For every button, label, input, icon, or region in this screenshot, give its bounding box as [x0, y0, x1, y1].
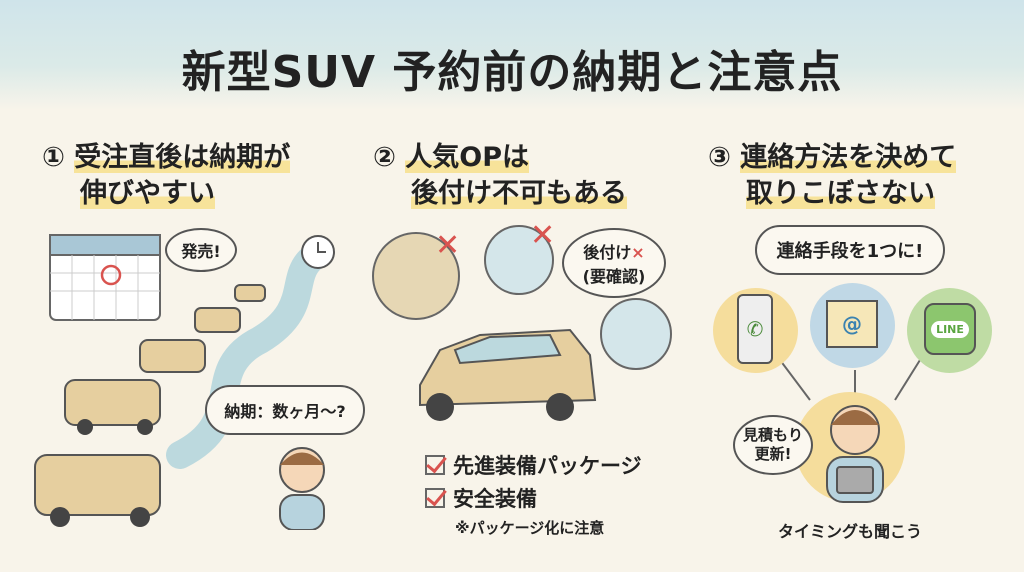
section-number: ②	[373, 142, 396, 173]
smiling-person	[826, 405, 884, 503]
line-label: LINE	[931, 320, 969, 338]
checklist-item: 先進装備パッケージ	[425, 450, 642, 480]
header-band	[0, 0, 1024, 110]
not-allowed-x-icon: ✕	[435, 228, 461, 263]
contact-connectors	[779, 359, 921, 401]
line-app-icon[interactable]: LINE	[924, 303, 976, 355]
section-1-heading: ① 受注直後は納期が 伸びやすい	[42, 140, 291, 212]
worried-person	[279, 447, 325, 530]
cars-queue-illustration	[34, 246, 324, 527]
estimate-text: 見積もり	[742, 426, 803, 444]
wheel-icon	[600, 298, 672, 370]
heading-line: 受注直後は納期が	[74, 142, 291, 173]
retrofit-bubble: 後付け× (要確認)	[562, 228, 666, 298]
heading-line: 後付け不可もある	[411, 178, 627, 209]
heading-line: 取りこぼさない	[746, 178, 935, 209]
sunroof-icon	[372, 232, 460, 320]
timing-caption: タイミングも聞こう	[777, 522, 922, 541]
checkbox-icon	[425, 488, 445, 508]
package-note: ※パッケージ化に注意	[455, 519, 605, 537]
checklist-label: 安全装備	[453, 487, 537, 511]
x-mark: ×	[631, 243, 645, 262]
not-allowed-x-icon: ✕	[530, 218, 556, 253]
checklist-item: 安全装備	[425, 483, 537, 513]
section-number: ③	[708, 142, 731, 173]
phone-icon: ✆	[737, 294, 773, 364]
heading-line: 連絡方法を決めて	[740, 142, 957, 173]
page-title: 新型SUV 予約前の納期と注意点	[181, 47, 843, 98]
checklist-label: 先進装備パッケージ	[453, 454, 642, 478]
estimate-bubble: 見積もり 更新!	[733, 415, 813, 475]
heading-line: 人気OPは	[405, 142, 530, 173]
delivery-bubble: 納期：数ヶ月〜?	[205, 385, 365, 435]
heading-line: 伸びやすい	[80, 178, 215, 209]
email-icon: @	[826, 300, 878, 348]
section-number: ①	[42, 142, 65, 173]
checkbox-icon	[425, 455, 445, 475]
section-3-heading: ③ 連絡方法を決めて 取りこぼさない	[708, 140, 957, 212]
clock-icon	[301, 235, 335, 269]
confirm-text: (要確認)	[582, 267, 646, 286]
suv-car-illustration	[419, 328, 597, 421]
calendar-icon	[49, 234, 161, 321]
release-bubble: 発売!	[165, 228, 237, 272]
sensor-icon	[484, 225, 554, 295]
estimate-text: 更新!	[754, 445, 792, 463]
retrofit-text: 後付け	[583, 243, 632, 262]
section-2-heading: ② 人気OPは 後付け不可もある	[373, 140, 627, 212]
contact-bubble: 連絡手段を1つに!	[755, 225, 945, 275]
